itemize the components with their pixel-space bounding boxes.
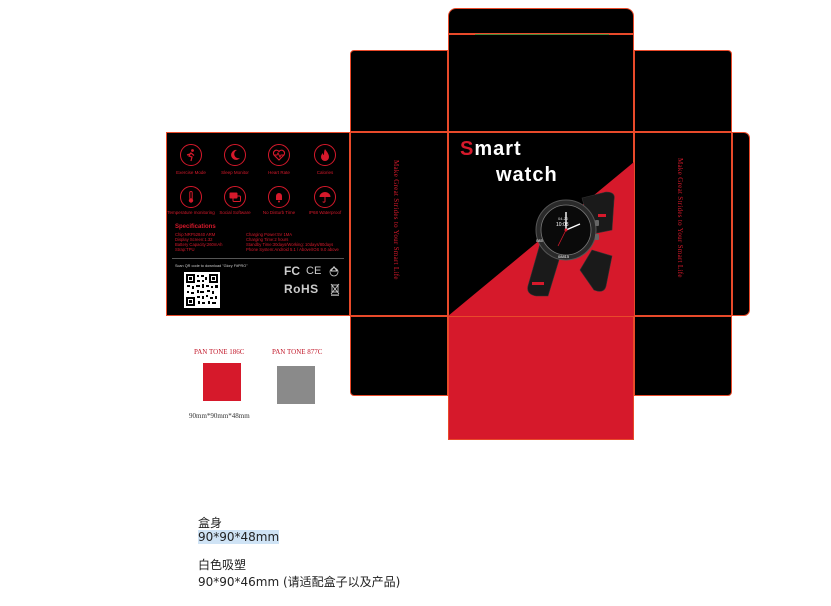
spec-right-1: Charging Time:2 hours <box>246 237 289 242</box>
glue-flap <box>732 132 750 316</box>
recycle-icon <box>329 266 339 277</box>
box-body-size: 90*90*48mm <box>198 530 280 544</box>
top-panel <box>448 34 634 132</box>
spec-left-3: Strap:TPU <box>175 247 195 252</box>
pantone-red-label: PAN TONE 186C <box>194 348 245 356</box>
left-slogan: Make Great Strides to Your Smart Life <box>392 160 400 280</box>
qr-code <box>184 272 220 308</box>
left-lower-dust-flap <box>350 316 448 396</box>
feature-label: Calories <box>316 170 334 175</box>
feature-label: IP68 Waterproof <box>308 210 342 215</box>
left-side-panel <box>350 132 448 316</box>
spec-right-2: Standby Time:30days/Working: 10days/80da… <box>246 242 334 247</box>
tray-size: 90*90*46mm (请适配盒子以及产品) <box>198 575 401 589</box>
title-first-letter: S <box>460 138 475 160</box>
qr-caption: Scan QR code to download "Glory FitPRO" <box>175 264 248 268</box>
smartwatch-image <box>527 191 615 297</box>
right-upper-dust-flap <box>634 50 732 132</box>
feature-label: Exercise Mode <box>176 170 206 175</box>
thermometer-icon <box>180 186 202 208</box>
moon-icon <box>224 144 246 166</box>
spec-left-0: Chip:NRF52840 ARM <box>175 232 216 237</box>
spec-left-1: Display Screen:1.32 <box>175 237 213 242</box>
top-panel-green-line <box>475 34 609 35</box>
runner-icon <box>180 144 202 166</box>
umbrella-icon <box>314 186 336 208</box>
title-line1-rest: mart <box>474 138 522 160</box>
specs-divider <box>172 258 344 259</box>
pantone-red-swatch <box>203 363 241 401</box>
product-title: Smart <box>460 138 522 161</box>
left-upper-dust-flap <box>350 50 448 132</box>
flame-icon <box>314 144 336 166</box>
spec-right-0: Charging Power:5V 1MA <box>246 232 293 237</box>
rohs-mark: RoHS <box>284 282 319 296</box>
chat-icon <box>224 186 246 208</box>
specifications-title: Specifications <box>175 224 216 230</box>
ce-mark: CE <box>306 265 322 277</box>
fcc-mark: FC <box>284 264 300 278</box>
right-slogan: Make Great Strides to Your Smart Life <box>676 158 684 278</box>
watch-steps: 08815 <box>558 254 570 259</box>
right-side-panel <box>634 132 732 316</box>
bottom-panel <box>448 316 634 440</box>
box-body-title: 盒身 <box>198 516 223 530</box>
top-flap <box>448 8 634 34</box>
feature-label: Heart Rate <box>268 170 290 175</box>
box-dimensions: 90mm*90mm*48mm <box>189 412 250 420</box>
do-not-disturb-icon <box>268 186 290 208</box>
feature-label: Social Software <box>219 210 251 215</box>
pantone-gray-label: PAN TONE 877C <box>272 348 323 356</box>
watch-time: 10:08 <box>556 222 569 228</box>
feature-label: Sleep Monitor <box>221 170 249 175</box>
spec-right-3: Phone System:Android 5.1 / Above/IOS 9.0… <box>246 247 339 252</box>
watch-date: 04-20 <box>558 216 569 221</box>
feature-label: No Disturb Time <box>262 210 296 215</box>
tray-title: 白色吸塑 <box>198 558 247 572</box>
spec-left-2: Battery Capacity:260mAh <box>175 242 223 247</box>
weee-bin-icon <box>330 283 340 296</box>
feature-label: Temperature monitoring <box>167 210 215 215</box>
product-title-line2: watch <box>496 164 558 186</box>
pantone-gray-swatch <box>277 366 315 404</box>
watch-heart-rate: 085 <box>536 238 543 243</box>
right-lower-dust-flap <box>634 316 732 396</box>
heart-rate-icon <box>268 144 290 166</box>
